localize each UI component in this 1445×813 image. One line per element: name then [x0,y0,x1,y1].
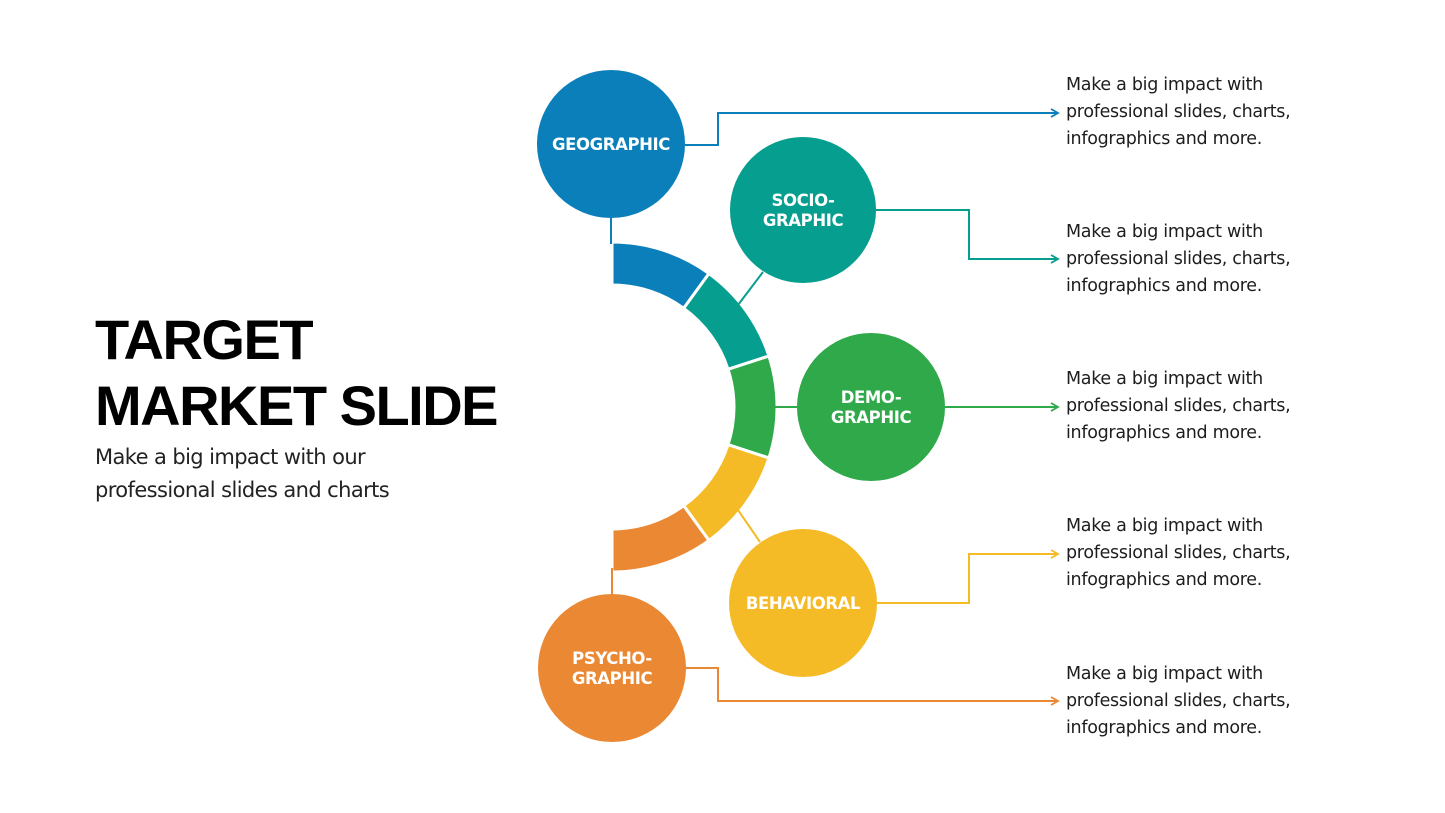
slide-title-line-2: MARKET SLIDE [95,374,499,437]
node-circle-geographic [537,70,685,218]
connector-arrow-psychographic [686,667,1058,702]
description-geographic: Make a big impact with professional slid… [1066,75,1291,149]
node-circle-psychographic [538,594,686,742]
node-behavioral: BEHAVIORAL [729,529,877,677]
arc-segment-demographic [726,354,779,460]
connector-arrow-sociographic [876,209,1058,260]
link-line-sociographic [737,271,764,306]
description-sociographic: Make a big impact with professional slid… [1066,222,1291,296]
node-circle-behavioral [729,529,877,677]
slide-title-line-1: TARGET [95,308,314,371]
arrowhead-icon-geographic [1050,108,1060,118]
node-label-demographic: DEMO- [841,388,902,407]
node-geographic: GEOGRAPHIC [537,70,685,218]
connector-arrow-geographic [685,112,1058,146]
description-behavioral: Make a big impact with professional slid… [1066,516,1291,590]
node-circle-demographic [797,333,945,481]
arc-segment-psychographic [610,503,712,574]
node-label-demographic: GRAPHIC [831,408,912,427]
node-label-behavioral: BEHAVIORAL [746,594,861,613]
node-label-sociographic: SOCIO- [772,191,835,210]
connector-arrow-behavioral [877,553,1058,604]
description-psychographic: Make a big impact with professional slid… [1066,664,1291,738]
slide-subtitle: Make a big impact with our professional … [95,445,390,502]
node-label-geographic: GEOGRAPHIC [552,135,670,154]
segment-nodes: GEOGRAPHICSOCIO-GRAPHICDEMO-GRAPHICBEHAV… [537,70,945,742]
node-label-psychographic: PSYCHO- [572,649,652,668]
node-label-psychographic: GRAPHIC [572,669,653,688]
arrowhead-icon-sociographic [1050,254,1060,264]
slide-title: TARGET MARKET SLIDE [95,307,499,439]
connectors [610,108,1060,706]
arrowhead-icon-behavioral [1050,549,1060,559]
node-sociographic: SOCIO-GRAPHIC [730,137,876,283]
node-circle-sociographic [730,137,876,283]
arrowhead-icon-demographic [1050,402,1060,412]
segment-arcs [610,240,779,574]
node-psychographic: PSYCHO-GRAPHIC [538,594,686,742]
arrowhead-icon-psychographic [1050,696,1060,706]
node-demographic: DEMO-GRAPHIC [797,333,945,481]
link-line-behavioral [737,509,761,543]
description-demographic: Make a big impact with professional slid… [1066,369,1291,443]
node-label-sociographic: GRAPHIC [763,211,844,230]
